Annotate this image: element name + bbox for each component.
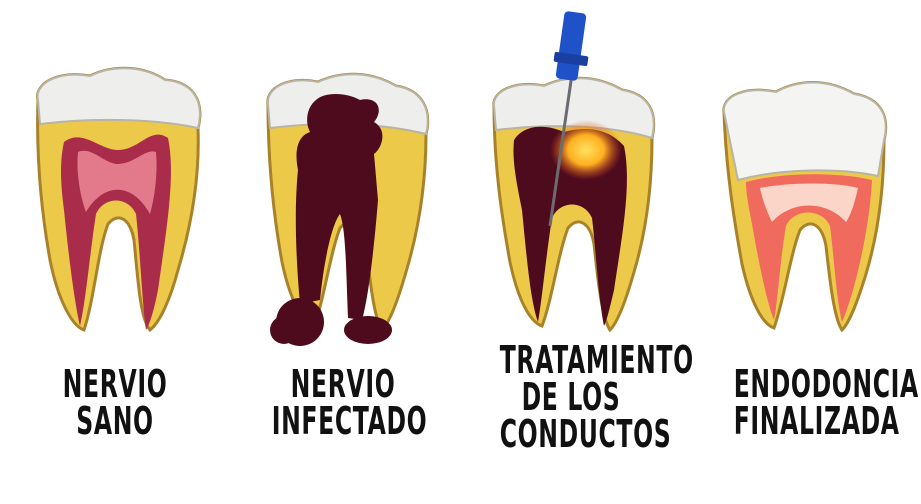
stage-caption: NERVIO SANO xyxy=(44,362,187,443)
stage-endodontics-finished: ENDODONCIA FINALIZADA xyxy=(690,0,920,504)
caption-line: SANO xyxy=(76,399,154,443)
stage-caption: TRATAMIENTO DE LOS CONDUCTOS xyxy=(499,338,694,456)
caption-line: NERVIO xyxy=(62,362,168,406)
stage-canal-treatment: TRATAMIENTO DE LOS CONDUCTOS xyxy=(456,0,694,504)
caption-line: CONDUCTOS xyxy=(499,412,672,456)
healthy-tooth-icon xyxy=(36,66,202,333)
caption-line: TRATAMIENTO xyxy=(499,338,694,382)
caption-line: DE LOS xyxy=(521,375,621,419)
infected-tooth-icon xyxy=(266,72,430,346)
caption-line: NERVIO xyxy=(290,362,396,406)
stage-caption: NERVIO INFECTADO xyxy=(271,362,428,443)
stage-infected-nerve: NERVIO INFECTADO xyxy=(228,0,458,504)
caption-line: FINALIZADA xyxy=(733,399,900,443)
stage-healthy-nerve: NERVIO SANO xyxy=(0,0,230,504)
file-handle xyxy=(555,11,587,81)
finished-tooth-icon xyxy=(722,81,888,333)
caption-line: ENDODONCIA xyxy=(733,362,919,406)
endodontic-file-icon xyxy=(548,73,574,227)
caption-line: INFECTADO xyxy=(271,399,428,443)
stage-caption: ENDODONCIA FINALIZADA xyxy=(733,362,919,443)
root-canal-tooth-icon xyxy=(492,11,656,333)
